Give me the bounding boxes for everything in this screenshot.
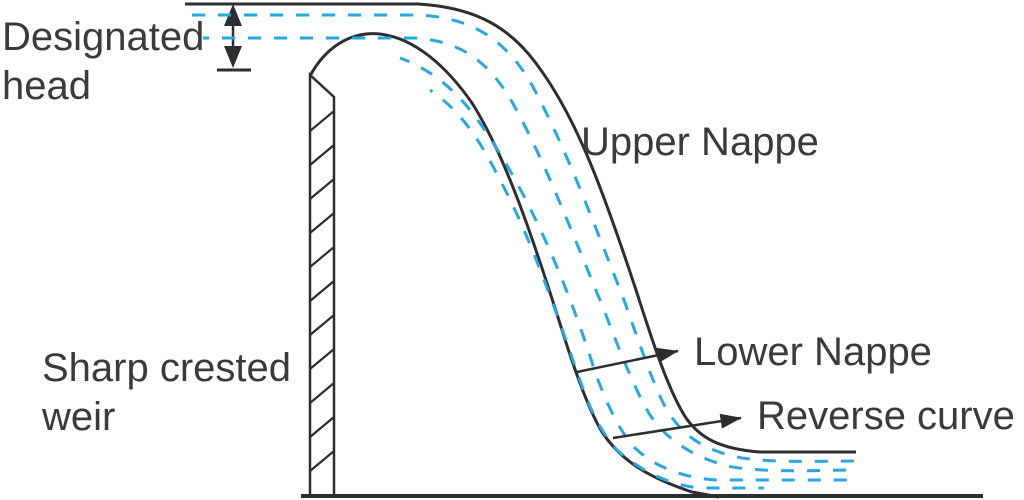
weir-wall-outline xyxy=(308,72,336,495)
designated-head-label: Designated head xyxy=(2,13,204,111)
streamlines-group xyxy=(192,13,857,490)
sharp-crested-weir-line2: weir xyxy=(42,395,116,439)
upper-nappe-label: Upper Nappe xyxy=(581,120,819,164)
streamline-4 xyxy=(429,88,764,490)
lower-nappe-curve xyxy=(308,32,720,499)
sharp-crested-weir-line1: Sharp crested xyxy=(42,346,292,390)
streamline-2 xyxy=(203,36,847,473)
streamline-1 xyxy=(192,13,857,463)
sharp-crested-weir-label: Sharp crested weir xyxy=(42,344,291,442)
upper-nappe-curve xyxy=(185,2,856,454)
reverse-curve-label: Reverse curve xyxy=(757,394,1015,438)
designated-head-line1: Designated xyxy=(2,15,205,59)
head-measure-double-arrow-icon xyxy=(224,4,242,68)
lower-nappe-label: Lower Nappe xyxy=(694,330,932,374)
weir-wall-hatching xyxy=(309,110,335,472)
designated-head-line2: head xyxy=(2,64,91,108)
reverse-curve-leader-arrow xyxy=(612,413,742,440)
lower-nappe-leader-arrow xyxy=(576,347,679,374)
streamline-3 xyxy=(399,56,848,482)
